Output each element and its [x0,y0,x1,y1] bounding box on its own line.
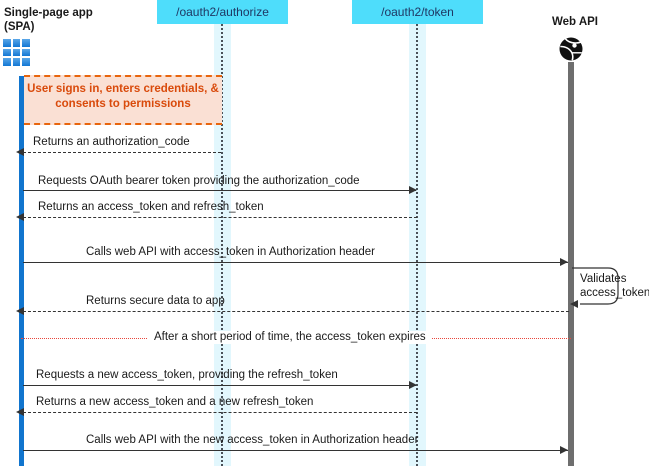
globe-network-icon [558,36,584,62]
message-arrow-calls-web-api-new-token [23,450,568,451]
arrow-head-left-7 [16,408,24,416]
arrow-head-right-2 [409,186,417,194]
arrow-head-right-6 [409,381,417,389]
arrow-head-right-4 [560,258,568,266]
message-arrow-returns-authorization-code [23,152,221,153]
lifeline-spa [19,76,24,466]
message-label-returns-secure-data: Returns secure data to app [86,295,225,307]
arrow-head-left-3 [16,213,24,221]
participant-header-authorize[interactable]: /oauth2/authorize [157,0,288,24]
message-arrow-returns-access-token-refresh-token [23,217,417,218]
message-arrow-returns-secure-data [23,311,569,312]
lifeline-authorize [221,24,223,466]
message-arrow-requests-new-access-token [23,385,416,386]
divider-label-expiry: After a short period of time, the access… [148,331,432,344]
arrow-head-left-5 [16,307,24,315]
message-arrow-calls-web-api [23,262,568,263]
message-arrow-returns-new-access-token [23,412,417,413]
lifeline-webapi [568,62,574,466]
message-label-returns-access-token-refresh-token: Returns an access_token and refresh_toke… [38,201,264,213]
lifeline-token [416,24,418,466]
message-label-returns-authorization-code: Returns an authorization_code [33,136,190,148]
message-label-calls-web-api: Calls web API with access_token in Autho… [86,246,375,258]
note-user-signin: User signs in, enters credentials, & con… [24,75,222,125]
arrow-head-right-8 [560,446,568,454]
selfloop-arrow-validates [572,267,619,305]
participant-header-token[interactable]: /oauth2/token [352,0,483,24]
selfloop-label-validates: Validates access_token [580,273,649,299]
message-arrow-requests-oauth-bearer-token [23,190,416,191]
participant-title-webapi: Web API [551,16,598,28]
participant-title-spa: Single-page app (SPA) [4,7,93,33]
arrow-head-left-1 [16,148,24,156]
message-label-requests-oauth-bearer-token: Requests OAuth bearer token providing th… [38,175,360,187]
message-label-calls-web-api-new-token: Calls web API with the new access_token … [86,434,419,446]
message-label-returns-new-access-token: Returns a new access_token and a new ref… [36,396,314,408]
message-label-requests-new-access-token: Requests a new access_token, providing t… [36,369,338,381]
app-grid-icon [3,39,30,66]
arrow-head-left-selfloop [570,300,578,308]
